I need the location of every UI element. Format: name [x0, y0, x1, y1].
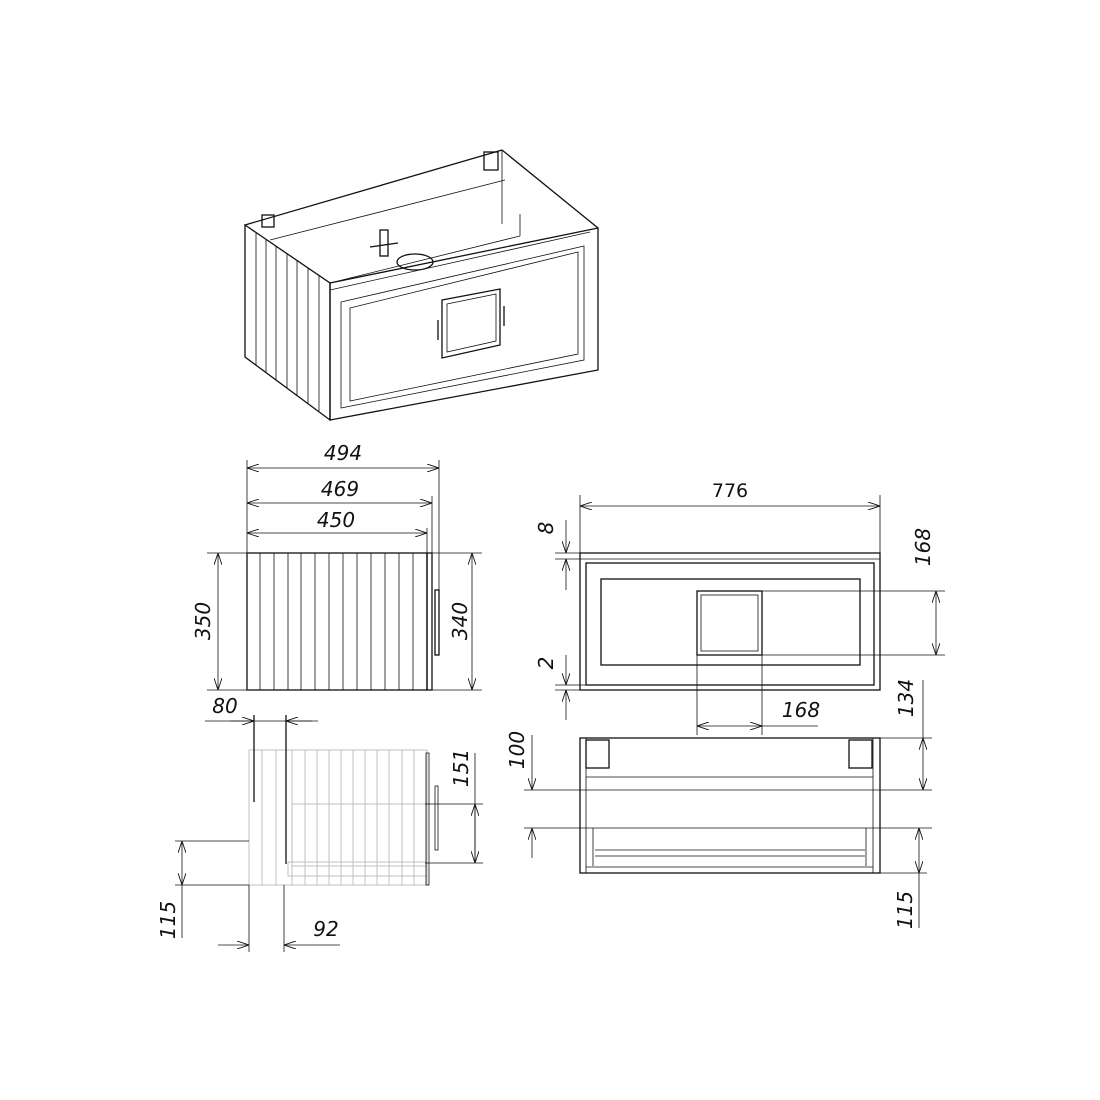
wall-bracket	[848, 739, 873, 769]
front-view: 776 8 168 2 168	[534, 480, 945, 735]
dim-100: 100	[505, 731, 529, 769]
dim-80: 80	[212, 694, 237, 718]
wall-bracket	[585, 739, 610, 769]
dim-350: 350	[191, 602, 215, 640]
fluted-side-panel	[255, 232, 320, 411]
dim-2: 2	[534, 657, 558, 670]
handle	[434, 589, 440, 656]
back-view: 100 134 115	[505, 679, 932, 929]
dim-168-horizontal: 168	[782, 698, 820, 722]
wall-bracket	[483, 151, 499, 171]
dim-168-vertical: 168	[911, 528, 935, 566]
dim-340: 340	[448, 602, 472, 640]
dim-469: 469	[321, 477, 359, 501]
handle	[434, 785, 439, 851]
side-view: 494 469 450 350 340	[191, 441, 482, 691]
section-view: 80 115 151 92	[156, 694, 483, 952]
dim-151: 151	[449, 749, 473, 787]
dim-8: 8	[534, 522, 558, 535]
dim-115-right: 115	[893, 891, 917, 929]
dim-776: 776	[712, 480, 748, 502]
isometric-view	[244, 149, 599, 422]
dim-115-left: 115	[156, 901, 180, 939]
dim-134: 134	[894, 679, 918, 717]
dim-450: 450	[317, 508, 355, 532]
faucet-icon	[369, 229, 434, 271]
dim-494: 494	[324, 441, 362, 465]
wall-bracket	[261, 214, 275, 228]
handle-square	[696, 590, 763, 656]
dim-92: 92	[313, 917, 338, 941]
